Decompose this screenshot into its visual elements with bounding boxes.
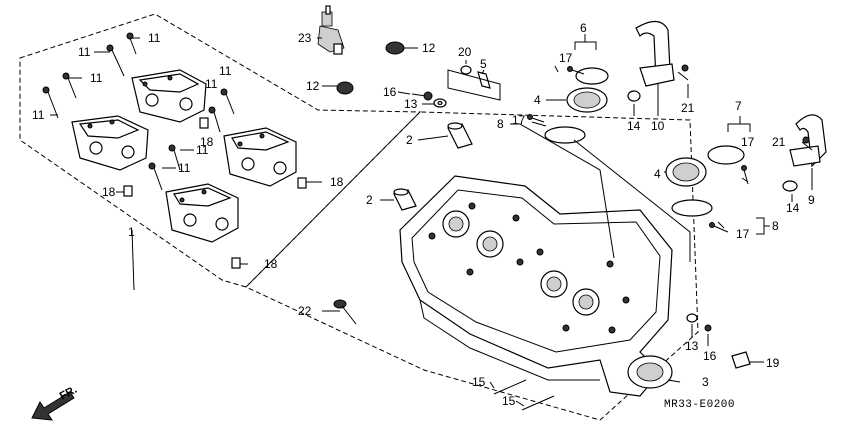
o-ring-14b [782, 180, 798, 192]
callout-18: 18 [200, 135, 214, 149]
callout-11: 11 [32, 108, 45, 122]
callout-9: 9 [808, 193, 815, 207]
callout-4: 4 [534, 93, 541, 107]
camshaft-holder-lower [165, 183, 239, 243]
callout-22: 22 [298, 304, 312, 318]
dowel-pins [123, 117, 307, 269]
bolt-16-top [411, 91, 433, 101]
callout-19: 19 [766, 356, 780, 370]
pin-group-outline [447, 69, 501, 101]
callout-18: 18 [264, 257, 278, 271]
callout-17: 17 [736, 227, 750, 241]
callout-18: 18 [102, 185, 116, 199]
callout-3: 3 [702, 375, 709, 389]
head-group-outline [245, 111, 699, 421]
insulator-lower [665, 157, 707, 187]
water-joint-10 [635, 20, 675, 87]
camshaft-holder-left [71, 115, 149, 171]
direction-label: FR. [58, 384, 79, 403]
bolts-17 [527, 66, 749, 233]
cap-nut-12a [385, 41, 405, 55]
callout-17: 17 [512, 113, 526, 127]
cylinder-head [399, 175, 673, 397]
callout-10: 10 [651, 119, 665, 133]
callout-17: 17 [559, 51, 573, 65]
callout-18: 18 [330, 175, 344, 189]
group-brackets [510, 34, 770, 262]
sleeve-upper [447, 122, 473, 149]
bolt-16-lower [704, 324, 712, 332]
callout-16: 16 [383, 85, 397, 99]
leader-lines [50, 37, 813, 407]
clamp-lower [671, 145, 749, 229]
callout-15: 15 [472, 375, 486, 389]
callout-16: 16 [703, 349, 717, 363]
water-joint-9 [789, 114, 827, 168]
insulator-upper [566, 87, 608, 113]
callout-20: 20 [458, 45, 472, 59]
callout-12: 12 [422, 41, 436, 55]
callout-8: 8 [497, 117, 504, 131]
callout-5: 5 [480, 57, 487, 71]
callout-15: 15 [502, 394, 516, 408]
callout-11: 11 [196, 143, 209, 157]
callout-8: 8 [772, 219, 779, 233]
camshaft-holder-upper [131, 69, 207, 123]
callout-13: 13 [404, 97, 418, 111]
holder-bolts [42, 32, 235, 191]
callout-1: 1 [128, 225, 135, 239]
washer-13-lower [686, 313, 698, 323]
bolt-22 [333, 299, 357, 325]
callout-11: 11 [148, 31, 161, 45]
callout-11: 11 [205, 77, 218, 91]
camshaft-holder-right [223, 127, 297, 187]
callout-11: 11 [90, 71, 103, 85]
o-ring-14a [627, 90, 641, 102]
callout-11: 11 [178, 161, 191, 175]
arrow-forward-icon [31, 391, 75, 421]
bolt-21a [677, 64, 689, 81]
callout-7: 7 [735, 99, 742, 113]
callout-12: 12 [306, 79, 320, 93]
callout-2: 2 [406, 133, 413, 147]
washer-13-top [433, 98, 447, 108]
cap-19 [731, 351, 751, 369]
clip-20 [460, 65, 472, 75]
callout-14: 14 [786, 201, 800, 215]
callout-4: 4 [654, 167, 661, 181]
stud-15a [493, 379, 527, 395]
callout-11: 11 [78, 45, 91, 59]
spark-plug [317, 5, 345, 55]
stud-15b [521, 395, 555, 411]
bolt-21b [801, 136, 813, 151]
callout-14: 14 [627, 119, 641, 133]
callout-13: 13 [685, 339, 699, 353]
callout-11: 11 [219, 64, 232, 78]
cap-nut-12b [336, 81, 354, 95]
callout-17: 17 [741, 135, 755, 149]
callout-6: 6 [580, 21, 587, 35]
sleeve-lower [393, 188, 417, 211]
callout-21: 21 [681, 101, 695, 115]
clamp-upper [531, 65, 609, 144]
callout-2: 2 [366, 193, 373, 207]
diagram-code: MR33-E0200 [664, 399, 735, 411]
callout-23: 23 [298, 31, 312, 45]
callout-21: 21 [772, 135, 786, 149]
